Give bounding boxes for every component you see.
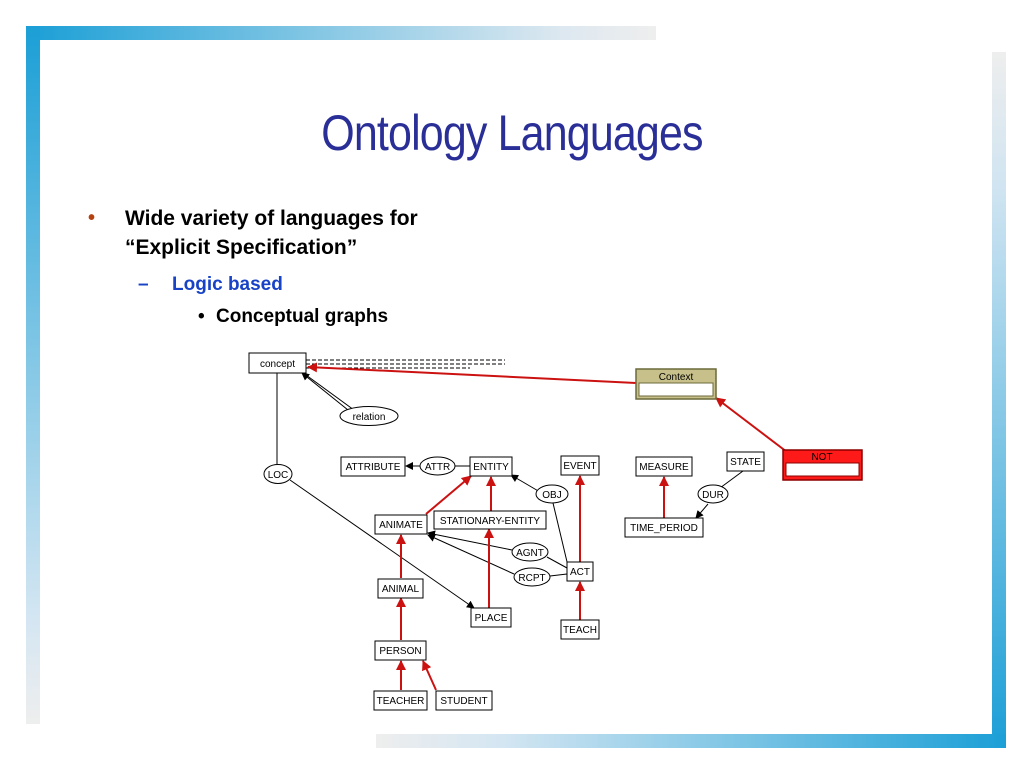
diagram-edges (276, 359, 788, 691)
node-state-label: STATE (730, 457, 761, 468)
bullet-marker-small: • (198, 306, 205, 327)
node-teacher: TEACHER (373, 690, 428, 711)
edge-rcpt-animate (427, 534, 515, 575)
edge-relation-concept (301, 372, 349, 411)
node-entity: ENTITY (469, 456, 513, 477)
node-not-label: NOT (811, 452, 832, 463)
node-place-label: PLACE (475, 613, 508, 624)
edge-student-person (422, 660, 437, 691)
decor-bar-bottom (376, 734, 1006, 748)
node-animate-label: ANIMATE (379, 520, 423, 531)
node-not: NOT (782, 449, 863, 481)
diagram-nodes: concept relation Context NOT LOC ATTRIBU… (248, 352, 863, 711)
edge-act-rcpt (549, 573, 568, 577)
node-measure-label: MEASURE (639, 462, 689, 473)
decor-bar-right (992, 52, 1006, 748)
node-context: Context (635, 368, 717, 400)
edge-act-obj (552, 502, 569, 567)
node-teacher-label: TEACHER (377, 696, 425, 707)
node-rcpt: RCPT (513, 567, 551, 587)
node-agnt: AGNT (511, 542, 549, 562)
bullet-marker: • (88, 207, 96, 229)
node-animal-label: ANIMAL (382, 584, 420, 595)
node-loc: LOC (263, 464, 293, 484)
node-obj: OBJ (535, 484, 569, 504)
node-time-period: TIME_PERIOD (624, 517, 704, 538)
node-entity-label: ENTITY (473, 462, 509, 473)
node-dur-label: DUR (702, 490, 724, 501)
node-relation-label: relation (353, 412, 386, 423)
edge-agnt-animate (427, 530, 513, 551)
decor-bar-top (26, 26, 656, 40)
node-stationary-entity-label: STATIONARY-ENTITY (440, 516, 541, 527)
edge-act-agnt (546, 556, 568, 569)
edge-state-dur (719, 470, 744, 489)
node-student-label: STUDENT (440, 696, 487, 707)
node-agnt-label: AGNT (516, 548, 544, 559)
slide-title: Ontology Languages (321, 105, 703, 161)
node-obj-label: OBJ (542, 490, 561, 501)
node-time-period-label: TIME_PERIOD (630, 523, 698, 534)
node-act: ACT (566, 561, 594, 582)
node-event: EVENT (560, 455, 600, 476)
sub-bullet-text: Logic based (172, 274, 283, 295)
node-place: PLACE (470, 607, 512, 628)
edge-dur-timeperiod (695, 503, 709, 519)
bullet-text: Wide variety of languages for “Explicit … (125, 204, 525, 262)
bullet-text-line-2: “Explicit Specification” (125, 236, 358, 259)
node-context-label: Context (659, 372, 694, 383)
node-event-label: EVENT (563, 461, 596, 472)
node-student: STUDENT (435, 690, 493, 711)
edge-obj-entity (510, 474, 541, 493)
node-person-label: PERSON (379, 646, 421, 657)
node-attr: ATTR (419, 456, 456, 476)
node-concept-label: concept (260, 359, 295, 370)
node-dur: DUR (697, 484, 729, 504)
node-relation: relation (339, 406, 399, 426)
dash-marker: – (138, 274, 149, 295)
node-person: PERSON (374, 640, 427, 661)
node-measure: MEASURE (635, 456, 693, 477)
edge-context-concept (307, 362, 637, 384)
node-loc-label: LOC (268, 470, 289, 481)
node-animal: ANIMAL (377, 578, 424, 599)
node-rcpt-label: RCPT (518, 573, 545, 584)
node-animate: ANIMATE (374, 514, 428, 535)
node-concept: concept (248, 352, 307, 374)
node-teach: TEACH (560, 619, 600, 640)
node-attribute: ATTRIBUTE (340, 456, 406, 477)
edge-relation-concept-2 (305, 374, 355, 411)
node-act-label: ACT (570, 567, 590, 578)
edge-animate-entity (425, 475, 472, 515)
node-state: STATE (726, 451, 765, 472)
edge-loc-place (289, 479, 475, 609)
bullet-text-line-1: Wide variety of languages for (125, 207, 418, 230)
edge-not-context (715, 397, 788, 453)
node-attr-label: ATTR (425, 462, 450, 473)
sub-sub-bullet-text: Conceptual graphs (216, 306, 389, 327)
decor-bar-left (26, 26, 40, 724)
node-stationary-entity: STATIONARY-ENTITY (433, 510, 547, 530)
node-teach-label: TEACH (563, 625, 597, 636)
node-attribute-label: ATTRIBUTE (346, 462, 401, 473)
